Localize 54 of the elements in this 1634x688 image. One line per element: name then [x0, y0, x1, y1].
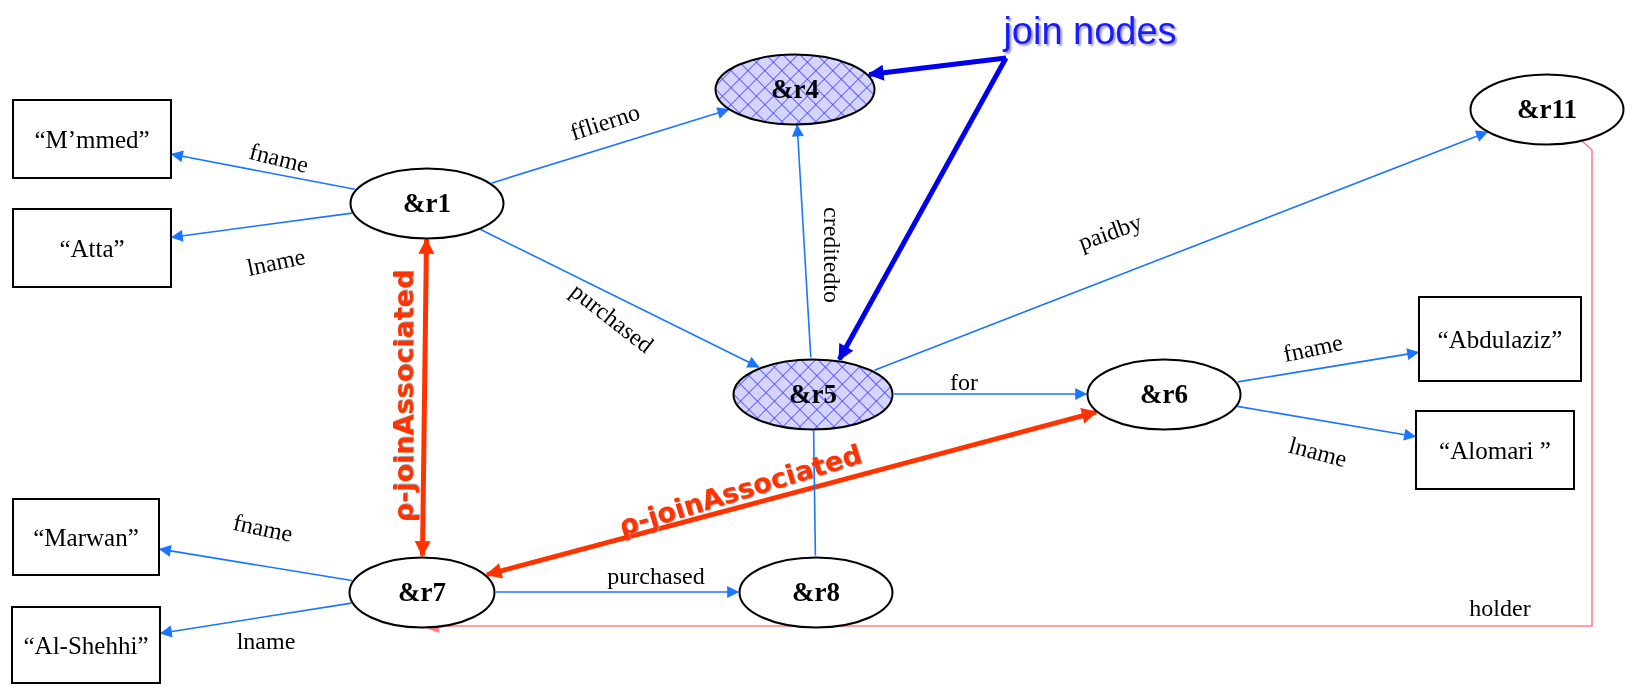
- node-label: &r11: [1517, 95, 1577, 123]
- node-label: “Abdulaziz”: [1437, 326, 1563, 352]
- node-label: &r6: [1140, 380, 1188, 408]
- ellipse-node: [349, 166, 505, 240]
- node-label: &r4: [771, 75, 819, 103]
- ellipse-node: [348, 555, 496, 629]
- edge-label: lname: [236, 629, 296, 653]
- ellipse-node: [738, 555, 894, 629]
- edge-label: ρ-joinAssociated: [389, 269, 417, 523]
- arrow: [1236, 405, 1417, 441]
- edge-label: fname: [1281, 330, 1345, 366]
- arrow: [893, 388, 1088, 400]
- value-box: [12, 498, 160, 576]
- arrow: [1236, 348, 1420, 383]
- node-label: &r1: [403, 189, 451, 217]
- callout-text: join nodes: [1003, 12, 1177, 50]
- hatched-ellipse-node: [732, 357, 894, 431]
- node-label: &r5: [789, 380, 837, 408]
- node-label: &r7: [398, 578, 446, 606]
- arrow: [491, 107, 730, 184]
- arrow: [791, 124, 812, 359]
- arrow: [479, 228, 760, 368]
- hatched-ellipse-node: [714, 52, 876, 126]
- edge-label: fname: [231, 510, 295, 546]
- arrow: [495, 586, 740, 598]
- node-label: “M’mmed”: [34, 126, 150, 152]
- arrow: [837, 56, 1009, 361]
- ellipse-node: [1469, 72, 1625, 146]
- value-box: [12, 99, 172, 179]
- value-box: [11, 606, 161, 684]
- edge-label: purchased: [607, 564, 705, 588]
- value-box: [1415, 410, 1575, 490]
- value-box: [12, 208, 172, 288]
- edge-label: creditedto: [820, 207, 844, 303]
- edge-label: for: [950, 370, 978, 394]
- arrow: [867, 55, 1007, 81]
- node-label: “Atta”: [59, 235, 125, 261]
- arrow: [426, 140, 1593, 634]
- edge-label: paidby: [1075, 209, 1145, 255]
- edge-label: holder: [1469, 596, 1531, 620]
- value-box: [1418, 296, 1582, 382]
- arrow: [485, 408, 1098, 579]
- edge-label: lname: [244, 244, 308, 280]
- connector-line: [812, 429, 817, 557]
- edge-label: lname: [1286, 432, 1350, 472]
- node-label: &r8: [792, 578, 840, 606]
- arrow: [873, 130, 1489, 371]
- edge-label: fflierno: [567, 99, 643, 145]
- ellipse-node: [1086, 357, 1242, 431]
- arrow: [414, 237, 435, 558]
- node-label: “Al-Shehhi”: [23, 632, 149, 658]
- node-label: “Alomari ”: [1439, 437, 1551, 463]
- node-label: “Marwan”: [33, 524, 139, 550]
- edge-label: fname: [247, 139, 311, 177]
